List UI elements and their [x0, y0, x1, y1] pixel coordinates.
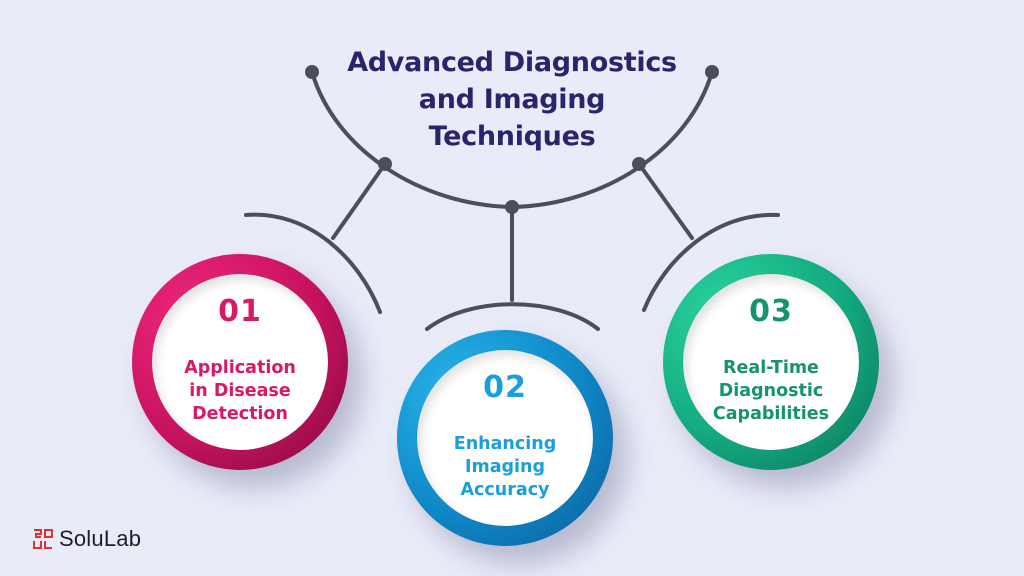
step-label-2-line-1: Enhancing — [453, 434, 557, 454]
step-label-1-line-3: Detection — [192, 404, 288, 424]
step-label-3-line-2: Diagnostic — [718, 381, 824, 401]
step-circle-1-face: 01 Application in Disease Detection — [152, 274, 328, 450]
step-number-1: 01 — [218, 294, 262, 329]
title-line-2: and Imaging — [418, 84, 606, 115]
node-dot-right — [632, 157, 646, 171]
step-label-1: Application in Disease Detection — [160, 357, 320, 426]
step-label-3-line-3: Capabilities — [712, 404, 830, 424]
step-circle-2-face: 02 Enhancing Imaging Accuracy — [417, 350, 593, 526]
step-circle-2: 02 Enhancing Imaging Accuracy — [397, 330, 613, 546]
arc-over-circle-3 — [642, 212, 780, 312]
step-circle-1: 01 Application in Disease Detection — [132, 254, 348, 470]
step-label-2: Enhancing Imaging Accuracy — [425, 433, 585, 502]
step-number-2: 02 — [483, 370, 527, 405]
node-dot-left-end — [305, 65, 319, 79]
step-circle-3: 03 Real-Time Diagnostic Capabilities — [663, 254, 879, 470]
node-dot-right-end — [705, 65, 719, 79]
solulab-logo-icon — [33, 529, 53, 549]
step-label-1-line-2: in Disease — [189, 381, 291, 401]
brand-name: SoluLab — [59, 526, 142, 551]
node-dot-center — [505, 200, 519, 214]
branch-right — [637, 162, 694, 240]
step-circle-3-face: 03 Real-Time Diagnostic Capabilities — [683, 274, 859, 450]
arc-over-circle-2 — [425, 302, 600, 331]
branch-left — [331, 162, 387, 240]
step-label-1-line-1: Application — [184, 358, 296, 378]
node-dot-left — [378, 157, 392, 171]
step-label-3-line-1: Real-Time — [723, 358, 819, 378]
step-number-3: 03 — [749, 294, 793, 329]
title-line-3: Techniques — [428, 121, 596, 152]
title-line-1: Advanced Diagnostics — [347, 47, 677, 78]
diagram-title: Advanced Diagnostics and Imaging Techniq… — [322, 44, 702, 155]
step-label-3: Real-Time Diagnostic Capabilities — [691, 357, 851, 426]
brand-logo: SoluLab — [32, 525, 141, 553]
step-label-2-line-2: Imaging — [464, 457, 546, 477]
arc-over-circle-1 — [244, 212, 382, 314]
step-label-2-line-3: Accuracy — [460, 480, 550, 500]
